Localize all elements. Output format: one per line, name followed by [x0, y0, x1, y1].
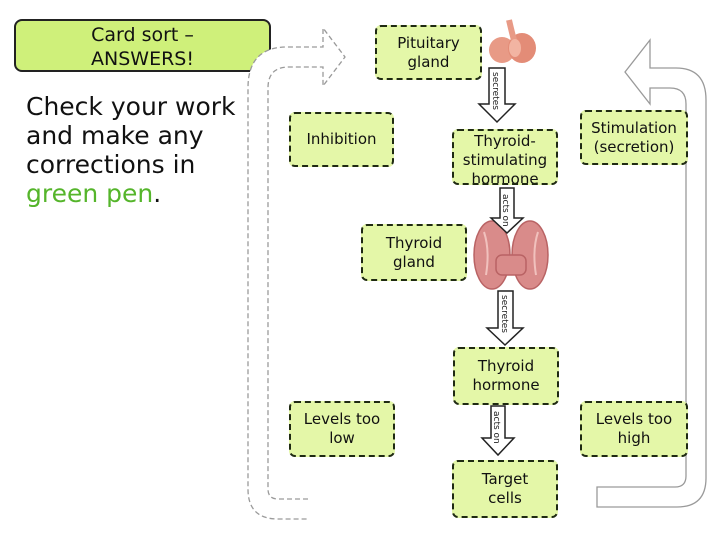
card-levels-too-low[interactable]: Levels too low — [289, 401, 395, 457]
card-text: Levels too — [595, 410, 673, 428]
secretes-arrow-1: secretes — [477, 67, 517, 124]
card-text: cells — [488, 489, 522, 507]
acts-on-arrow-4: acts on — [480, 405, 516, 457]
card-text: hormone — [472, 376, 540, 394]
card-text: high — [617, 429, 651, 447]
card-text: hormone — [471, 170, 539, 185]
card-thyroid-stimulating-hormone[interactable]: Thyroid- stimulating hormone — [452, 129, 558, 185]
secretes-arrow-3: secretes — [485, 290, 525, 347]
card-text: Stimulation — [591, 118, 677, 137]
card-thyroid-gland[interactable]: Thyroid gland — [361, 224, 467, 281]
card-inhibition[interactable]: Inhibition — [289, 112, 394, 167]
arrow-label-1: secretes — [490, 72, 500, 110]
instructions-end: . — [153, 179, 162, 208]
acts-on-arrow-2: acts on — [489, 187, 525, 235]
card-text: Inhibition — [306, 130, 377, 148]
card-text: Levels too — [303, 410, 381, 428]
card-text: low — [329, 429, 355, 447]
thyroid-gland-icon — [473, 220, 549, 290]
card-levels-too-high[interactable]: Levels too high — [580, 401, 688, 457]
instructions-main: Check your work and make any corrections… — [26, 92, 236, 179]
card-text: Thyroid — [385, 233, 443, 252]
title-line-2: ANSWERS! — [91, 48, 194, 70]
arrow-label-4: acts on — [491, 411, 501, 444]
arrow-label-3: secretes — [499, 295, 509, 333]
card-text: Thyroid — [477, 357, 535, 375]
card-text: Thyroid- — [474, 132, 536, 150]
instructions-highlight: green pen — [26, 179, 154, 208]
card-text: Pituitary — [397, 33, 460, 52]
card-text: stimulating — [462, 151, 548, 169]
card-thyroid-hormone[interactable]: Thyroid hormone — [453, 347, 559, 405]
card-text: Target — [481, 470, 529, 488]
arrow-label-2: acts on — [500, 194, 510, 227]
card-target-cells[interactable]: Target cells — [452, 460, 558, 518]
card-stimulation[interactable]: Stimulation (secretion) — [580, 110, 688, 165]
card-text: gland — [407, 52, 450, 71]
title-card: Card sort – ANSWERS! — [14, 19, 271, 72]
right-feedback-arrow — [596, 38, 707, 508]
card-text: gland — [393, 252, 435, 271]
title-line-1: Card sort – — [91, 24, 194, 46]
instructions-text: Check your work and make any corrections… — [26, 92, 266, 208]
card-text: (secretion) — [593, 137, 675, 156]
pituitary-gland-icon — [489, 19, 536, 63]
left-feedback-arrow — [247, 26, 346, 520]
card-pituitary-gland[interactable]: Pituitary gland — [375, 25, 482, 80]
